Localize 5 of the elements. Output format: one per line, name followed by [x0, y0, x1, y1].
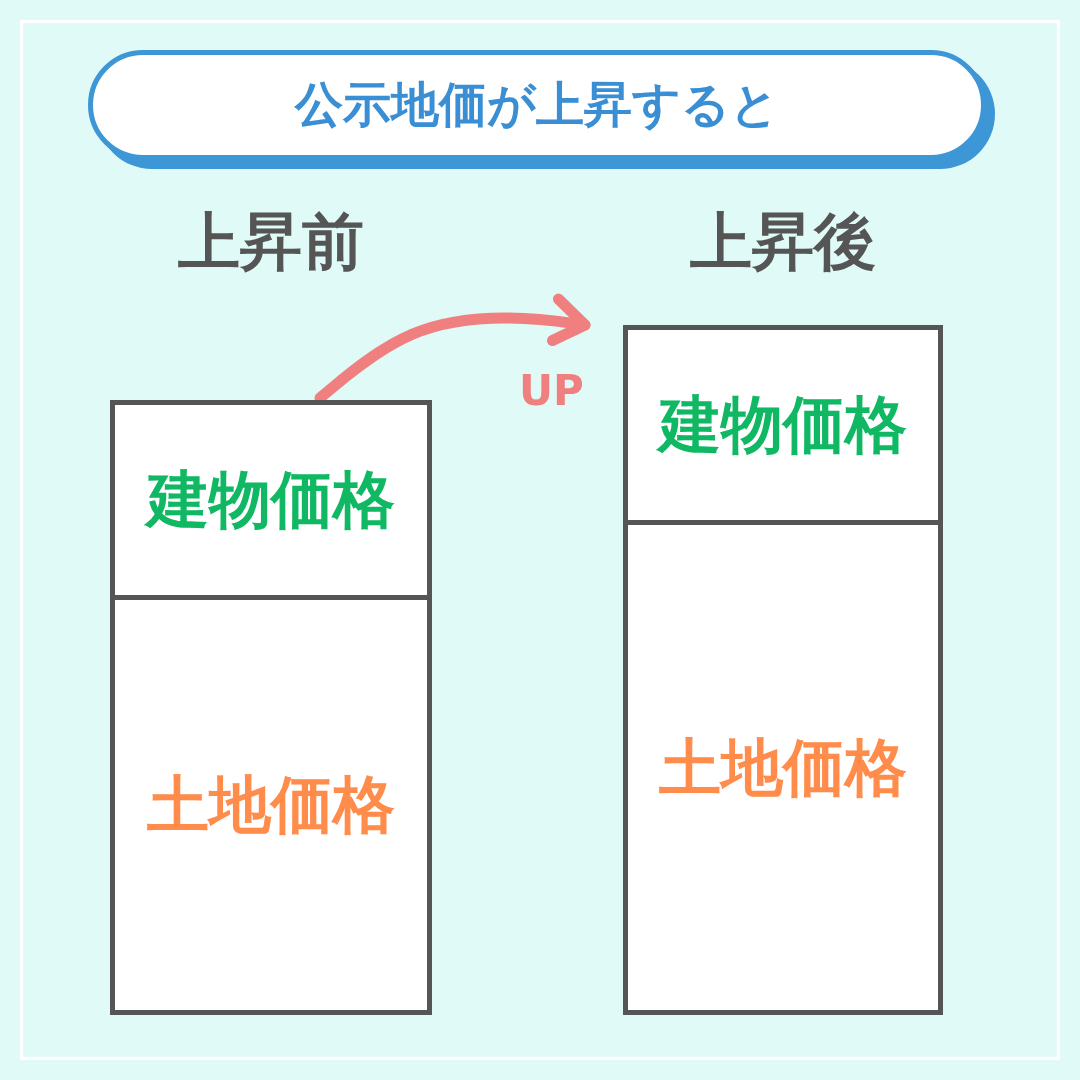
title: 公示地価が上昇すると [295, 75, 779, 134]
segment-label: 土地価格 [659, 729, 907, 806]
segment-label: 土地価格 [147, 767, 395, 843]
column-heading: 上昇前 [177, 204, 365, 280]
column-heading: 上昇後 [689, 204, 877, 280]
